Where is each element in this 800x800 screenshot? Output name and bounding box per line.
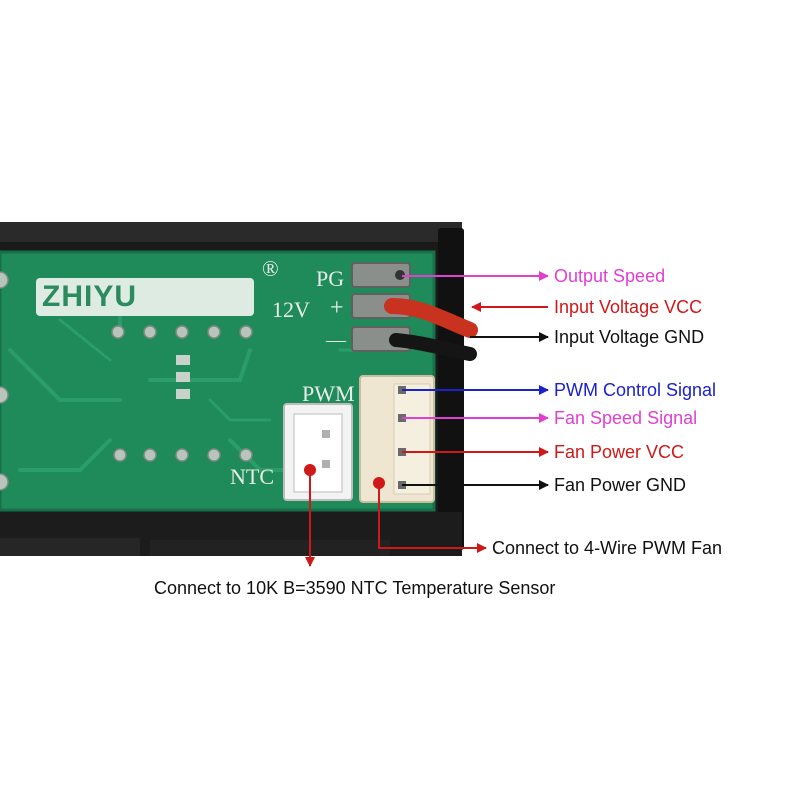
callout-arrows [304, 271, 549, 567]
label-connect-ntc: Connect to 10K B=3590 NTC Temperature Se… [154, 578, 556, 598]
black-wire [389, 333, 477, 361]
silk-pg: PG [316, 266, 345, 291]
label-output-speed: Output Speed [554, 266, 666, 286]
label-connect-4wire-fan: Connect to 4-Wire PWM Fan [492, 538, 723, 558]
label-fan-power-gnd: Fan Power GND [554, 475, 687, 495]
registered-mark: ® [262, 256, 279, 281]
pcb [0, 250, 478, 512]
ntc-connector [283, 403, 353, 501]
red-wire [384, 298, 478, 338]
silk-plus: + [330, 295, 344, 321]
silk-pwm: PWM [302, 381, 355, 406]
label-input-voltage-vcc: Input Voltage VCC [554, 297, 703, 317]
silk-ntc: NTC [230, 464, 274, 489]
pwm-fan-connector [359, 375, 435, 503]
label-pwm-control-signal: PWM Control Signal [554, 380, 717, 400]
silk-12v: 12V [272, 297, 310, 322]
label-fan-power-vcc: Fan Power VCC [554, 442, 685, 462]
silk-minus: — [326, 329, 346, 351]
label-fan-speed-signal: Fan Speed Signal [554, 408, 698, 428]
label-input-voltage-gnd: Input Voltage GND [554, 327, 705, 347]
brand-logo: ZHIYU [42, 280, 137, 313]
